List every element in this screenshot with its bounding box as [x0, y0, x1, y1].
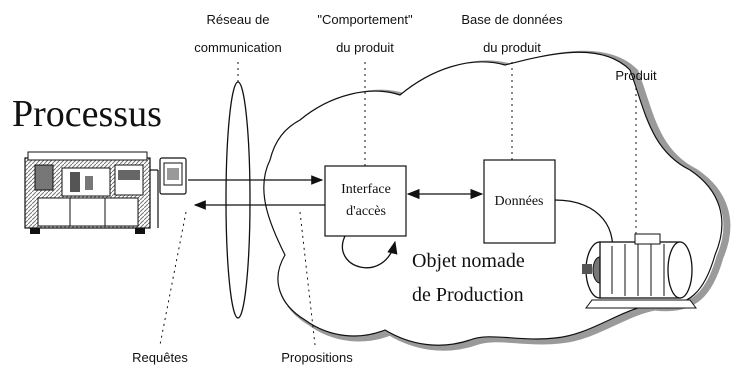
product-label: Produit	[615, 68, 657, 83]
nomad-object-label-line2: de Production	[412, 284, 524, 306]
network-ellipse	[225, 81, 251, 319]
behaviour-label-line1: "Comportement"	[317, 12, 413, 27]
leader-lines	[159, 62, 637, 346]
requests-label: Requêtes	[132, 350, 188, 365]
proposals-label: Propositions	[281, 350, 353, 365]
behaviour-label-line2: du produit	[336, 40, 394, 55]
interface-label-line1: Interface	[341, 182, 391, 197]
nomad-object-label-line1: Objet nomade	[412, 250, 525, 272]
network-label-line2: communication	[194, 40, 281, 55]
behaviour-loop-arrow	[341, 235, 398, 269]
data-label: Données	[495, 194, 544, 209]
process-title: Processus	[12, 93, 162, 135]
database-label-line1: Base de données	[461, 12, 563, 27]
interface-box	[324, 165, 407, 237]
terminal-icon	[159, 157, 187, 195]
motor-icon	[582, 233, 697, 309]
machine-icon	[24, 151, 159, 234]
database-label-line2: du produit	[483, 40, 541, 55]
data-box	[483, 159, 556, 244]
interface-label-line2: d'accès	[346, 204, 386, 219]
network-label-line1: Réseau de	[207, 12, 270, 27]
